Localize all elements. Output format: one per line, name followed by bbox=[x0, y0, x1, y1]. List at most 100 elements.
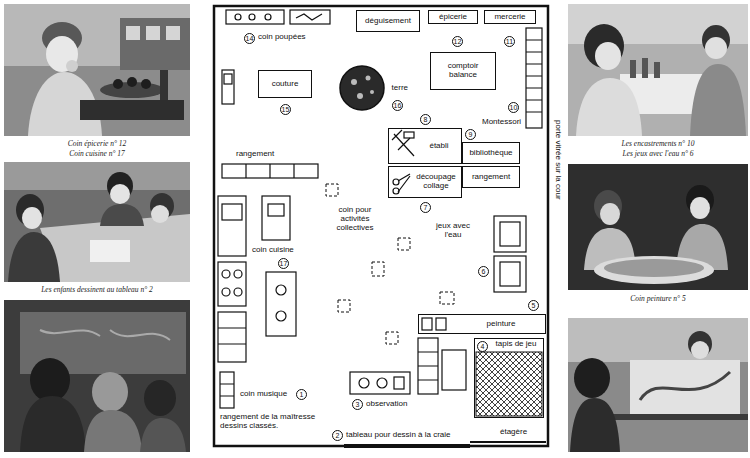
photo bbox=[140, 418, 186, 452]
photo bbox=[22, 207, 42, 229]
photo bbox=[642, 58, 648, 78]
photo bbox=[84, 410, 142, 452]
photo bbox=[568, 318, 748, 452]
furniture bbox=[422, 318, 432, 330]
node-text: tapis de jeu bbox=[494, 340, 539, 349]
furniture bbox=[350, 372, 410, 394]
photo bbox=[568, 164, 748, 290]
photo-caption: Les jeux avec l'eau n° 6 bbox=[568, 149, 748, 158]
play-mat-hatch bbox=[476, 352, 542, 416]
node-text: couture bbox=[272, 80, 299, 89]
photo bbox=[705, 37, 727, 59]
photo bbox=[690, 64, 746, 136]
furniture bbox=[436, 318, 446, 330]
node-text: rangement bbox=[472, 173, 510, 182]
craft-table: découpage collage bbox=[388, 166, 462, 198]
furniture bbox=[218, 262, 246, 306]
photo bbox=[568, 318, 748, 452]
callout-number: 16 bbox=[392, 100, 403, 111]
photo bbox=[46, 36, 78, 72]
area-label: observation bbox=[366, 400, 407, 409]
furniture bbox=[235, 14, 241, 20]
furniture bbox=[494, 256, 526, 292]
photo bbox=[690, 197, 710, 219]
photo bbox=[110, 184, 130, 204]
callout-number: 8 bbox=[420, 114, 431, 125]
furniture bbox=[500, 222, 520, 246]
photo bbox=[146, 26, 160, 40]
photo bbox=[574, 358, 610, 398]
callout-number: 14 bbox=[244, 33, 255, 44]
photo bbox=[4, 162, 190, 282]
callout-number: 11 bbox=[504, 36, 515, 47]
furniture bbox=[404, 132, 414, 138]
counter-box: comptoir balance bbox=[430, 52, 496, 90]
photo bbox=[66, 60, 78, 72]
callout-number: 7 bbox=[420, 202, 431, 213]
photo bbox=[568, 4, 748, 136]
table-outline bbox=[338, 300, 350, 312]
photo-caption: Les enfants dessinent au tableau n° 2 bbox=[4, 285, 190, 294]
photo bbox=[4, 4, 190, 136]
furniture bbox=[392, 130, 414, 156]
furniture bbox=[398, 174, 410, 192]
room-wall bbox=[214, 6, 548, 446]
photo bbox=[576, 78, 642, 136]
play-mat-hatch bbox=[476, 352, 542, 416]
clay-table bbox=[340, 66, 384, 110]
wall-label: porte vitrée sur la cour bbox=[553, 120, 562, 200]
node-text: découpage collage bbox=[413, 173, 459, 191]
node-text: épicerie bbox=[439, 13, 467, 22]
photo bbox=[4, 300, 190, 452]
callout-number: 17 bbox=[278, 258, 289, 269]
clay-table bbox=[340, 66, 384, 110]
furniture bbox=[218, 328, 246, 344]
furniture bbox=[470, 441, 546, 443]
node-text: bibliothèque bbox=[469, 149, 512, 158]
shop-shelf: mercerie bbox=[484, 10, 536, 24]
callout-number: 4 bbox=[477, 341, 488, 352]
photo bbox=[40, 330, 170, 340]
furniture bbox=[218, 312, 246, 362]
furniture bbox=[290, 10, 330, 24]
table-outline bbox=[326, 184, 454, 344]
furniture bbox=[218, 196, 246, 256]
table-outline bbox=[386, 332, 398, 344]
furniture bbox=[220, 384, 234, 396]
furniture bbox=[359, 378, 369, 388]
callout-number: 10 bbox=[508, 102, 519, 113]
callout-number: 9 bbox=[465, 129, 476, 140]
photo bbox=[691, 341, 709, 359]
furniture bbox=[377, 378, 387, 388]
photo bbox=[141, 79, 151, 89]
furniture bbox=[234, 288, 242, 296]
room-wall bbox=[214, 6, 548, 446]
photo bbox=[604, 259, 704, 277]
node-text: comptoir balance bbox=[433, 62, 493, 80]
photo-caption: Coin épicerie n° 12 bbox=[4, 139, 190, 148]
furniture bbox=[262, 196, 290, 240]
clay-table bbox=[357, 93, 363, 99]
photo bbox=[568, 318, 748, 362]
clay-table bbox=[366, 76, 371, 81]
furniture bbox=[526, 40, 542, 112]
furniture bbox=[276, 311, 286, 321]
callout-number: 5 bbox=[528, 300, 539, 311]
furniture bbox=[222, 204, 242, 220]
photo bbox=[4, 4, 190, 136]
photo bbox=[594, 256, 714, 284]
room-wall bbox=[344, 444, 470, 448]
table-outline bbox=[372, 262, 384, 276]
area-label: coin musique bbox=[240, 390, 287, 399]
photo bbox=[100, 204, 144, 226]
area-label: coin cuisine bbox=[252, 246, 294, 255]
photo bbox=[160, 70, 168, 100]
clay-table bbox=[370, 90, 374, 94]
photo bbox=[654, 62, 660, 78]
photo bbox=[595, 42, 621, 70]
callout-number: 15 bbox=[280, 104, 291, 115]
table-outline bbox=[440, 292, 454, 304]
storage-box: rangement bbox=[462, 166, 520, 188]
furniture bbox=[222, 270, 230, 278]
storage-box: déguisement bbox=[356, 10, 420, 32]
